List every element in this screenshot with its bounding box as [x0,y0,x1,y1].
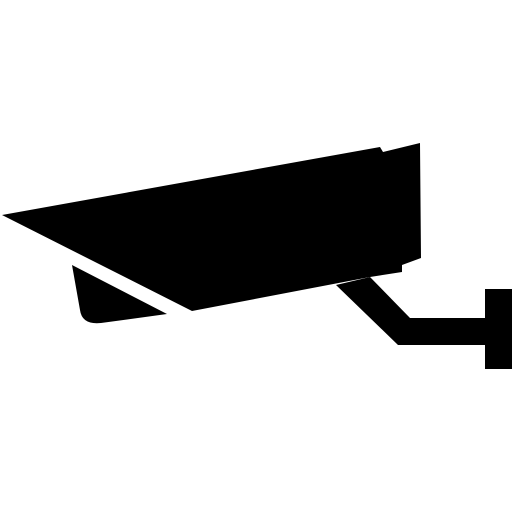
camera-lens-body [72,265,167,324]
mount-arm [336,277,492,345]
camera-group [2,143,512,369]
camera-housing [2,143,421,311]
wall-bracket [485,289,512,369]
